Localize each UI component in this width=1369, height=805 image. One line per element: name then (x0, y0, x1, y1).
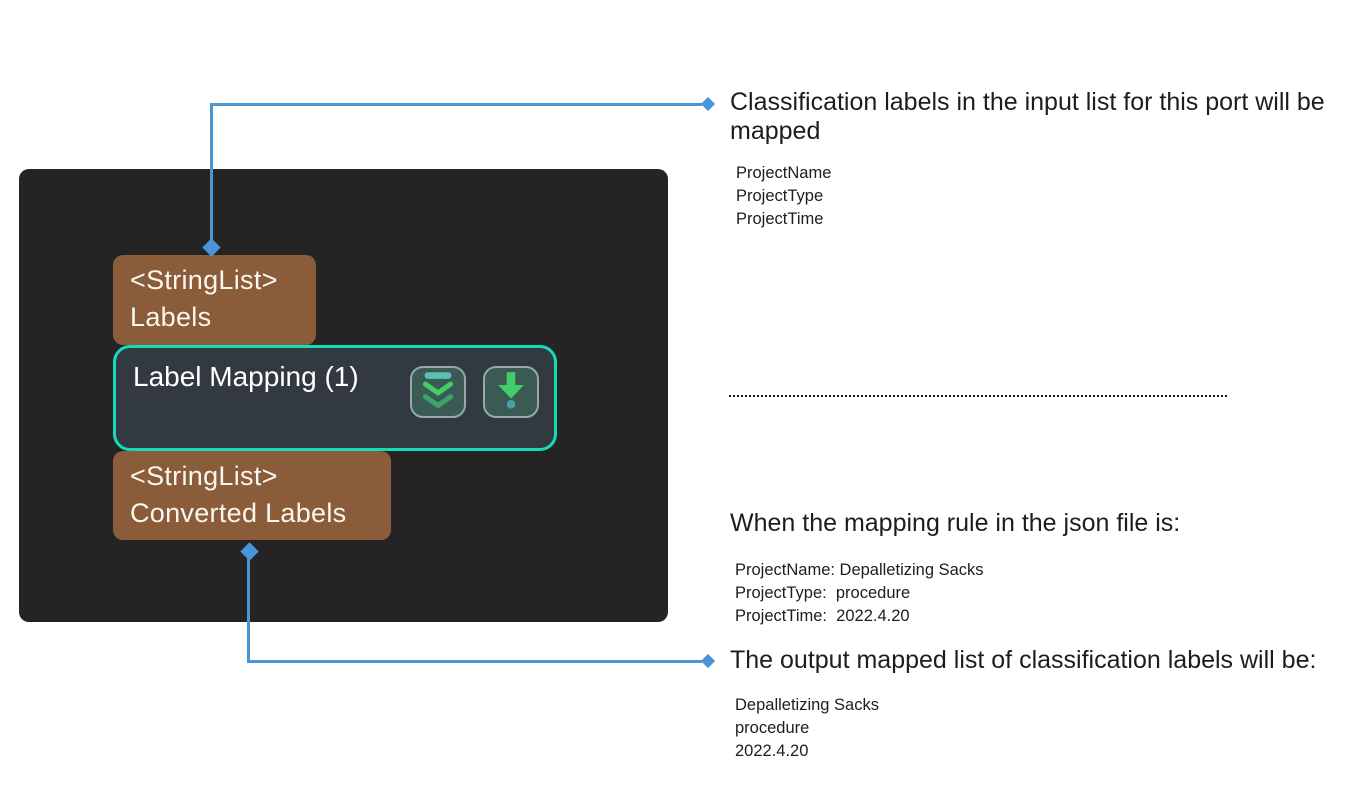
connector-bottom-horizontal (247, 660, 702, 663)
connector-top-horizontal (210, 103, 702, 106)
input-note-title: Classification labels in the input list … (730, 88, 1325, 145)
input-port-name: Labels (130, 302, 212, 332)
double-chevron-down-icon (417, 370, 459, 415)
diamond-marker-top-callout (700, 96, 716, 112)
output-port-type: <StringList> (130, 461, 278, 491)
step-run-button[interactable] (483, 366, 539, 418)
label-mapping-node[interactable]: Label Mapping (1) (113, 345, 557, 451)
input-port-labels[interactable]: <StringList> Labels (113, 255, 316, 345)
diamond-marker-bottom-callout (700, 653, 716, 669)
input-port-type: <StringList> (130, 265, 278, 295)
mapping-note-list: ProjectName: Depalletizing Sacks Project… (735, 561, 984, 625)
dotted-divider (729, 395, 1228, 397)
output-note-list: Depalletizing Sacks procedure 2022.4.20 (735, 696, 879, 760)
connector-bottom-vertical (247, 556, 250, 663)
node-title: Label Mapping (1) (133, 361, 359, 392)
output-port-name: Converted Labels (130, 498, 347, 528)
connector-top-vertical (210, 104, 213, 242)
input-note-list: ProjectName ProjectType ProjectTime (736, 164, 832, 228)
output-note-title: The output mapped list of classification… (730, 646, 1317, 674)
mapping-note-title: When the mapping rule in the json file i… (730, 509, 1181, 537)
collapse-button[interactable] (410, 366, 466, 418)
down-arrow-dot-icon (491, 370, 531, 415)
output-port-converted-labels[interactable]: <StringList> Converted Labels (113, 451, 391, 540)
